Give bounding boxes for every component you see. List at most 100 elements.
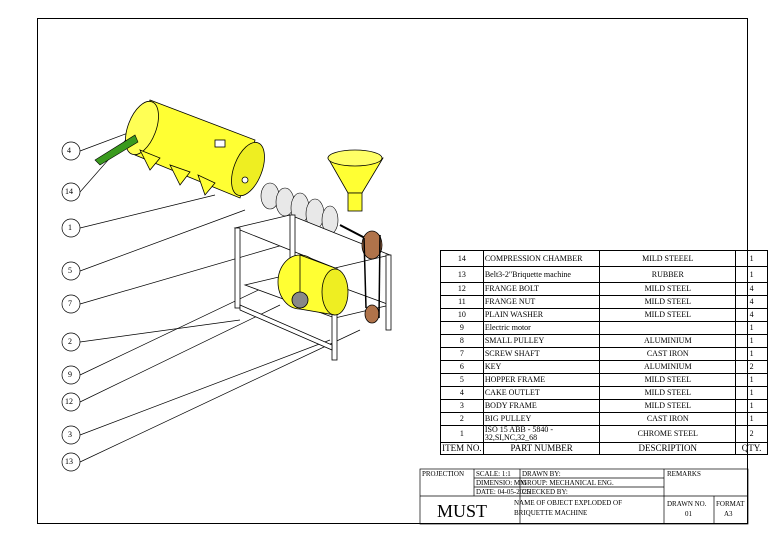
item-no: 13 bbox=[440, 266, 484, 283]
part-number: HOPPER FRAME bbox=[482, 373, 601, 387]
part-number: ISO 15 ABB - 5840 - 32,SI,NC,32_68 bbox=[482, 425, 601, 443]
description: MILD STEEL bbox=[599, 373, 737, 387]
balloon-circles bbox=[61, 141, 81, 472]
checked-by-label: CHECKED BY: bbox=[522, 488, 568, 496]
item-no: 5 bbox=[440, 373, 484, 387]
description: MILD STEEEL bbox=[599, 250, 737, 267]
description: CAST IRON bbox=[599, 412, 737, 426]
description bbox=[599, 321, 737, 335]
item-no: 1 bbox=[440, 425, 484, 443]
part-number: COMPRESSION CHAMBER bbox=[482, 250, 601, 267]
drawn-no-label: DRAWN NO. bbox=[667, 500, 707, 508]
part-number: SCREW SHAFT bbox=[482, 347, 601, 361]
balloon-14: 14 bbox=[65, 187, 73, 196]
hopper bbox=[327, 149, 384, 212]
header-item-no: ITEM NO. bbox=[440, 442, 484, 455]
item-no: 9 bbox=[440, 321, 484, 335]
qty: 1 bbox=[735, 412, 768, 426]
format-label: FORMAT bbox=[716, 500, 745, 508]
item-no: 6 bbox=[440, 360, 484, 374]
description: ALUMINIUM bbox=[599, 360, 737, 374]
description: CHROME STEEL bbox=[599, 425, 737, 443]
balloon-5: 5 bbox=[68, 266, 72, 275]
description: MILD STEEL bbox=[599, 282, 737, 296]
qty: 1 bbox=[735, 386, 768, 400]
qty: 2 bbox=[735, 360, 768, 374]
title-block-lines bbox=[419, 468, 749, 525]
remarks-label: REMARKS bbox=[667, 470, 701, 478]
qty: 1 bbox=[735, 250, 768, 267]
leader-lines bbox=[79, 117, 361, 463]
description: ALUMINIUM bbox=[599, 334, 737, 348]
pulleys-belt bbox=[361, 230, 383, 324]
qty: 4 bbox=[735, 308, 768, 322]
logo-must: MUST bbox=[437, 501, 488, 521]
item-no: 11 bbox=[440, 295, 484, 309]
cake-outlet bbox=[94, 134, 139, 166]
header-part-number: PART NUMBER bbox=[482, 442, 601, 455]
item-no: 7 bbox=[440, 347, 484, 361]
balloon-7: 7 bbox=[68, 299, 72, 308]
drawn-no-value: 01 bbox=[685, 510, 692, 518]
drawn-by-label: DRAWN BY: bbox=[522, 470, 561, 478]
part-number: BIG PULLEY bbox=[482, 412, 601, 426]
description: RUBBER bbox=[599, 266, 737, 283]
balloon-2: 2 bbox=[68, 337, 72, 346]
qty: 4 bbox=[735, 282, 768, 296]
part-number: SMALL PULLEY bbox=[482, 334, 601, 348]
part-number: Electric motor bbox=[482, 321, 601, 335]
item-no: 4 bbox=[440, 386, 484, 400]
item-no: 14 bbox=[440, 250, 484, 267]
qty: 1 bbox=[735, 321, 768, 335]
part-number: CAKE OUTLET bbox=[482, 386, 601, 400]
format-value: A3 bbox=[724, 510, 733, 518]
balloon-13: 13 bbox=[65, 457, 73, 466]
description: MILD STEEL bbox=[599, 386, 737, 400]
balloon-3: 3 bbox=[68, 430, 72, 439]
description: MILD STEEL bbox=[599, 295, 737, 309]
qty: 1 bbox=[735, 347, 768, 361]
part-number: KEY bbox=[482, 360, 601, 374]
description: CAST IRON bbox=[599, 347, 737, 361]
balloon-4: 4 bbox=[67, 146, 71, 155]
part-number: BODY FRAME bbox=[482, 399, 601, 413]
part-number: PLAIN WASHER bbox=[482, 308, 601, 322]
description: MILD STEEL bbox=[599, 308, 737, 322]
qty: 1 bbox=[735, 373, 768, 387]
electric-motor bbox=[277, 254, 349, 316]
balloon-9: 9 bbox=[68, 370, 72, 379]
scale-label: SCALE: 1:1 bbox=[476, 470, 511, 478]
qty: 2 bbox=[735, 425, 768, 443]
header-qty: QTY. bbox=[735, 442, 768, 455]
item-no: 10 bbox=[440, 308, 484, 322]
description: MILD STEEL bbox=[599, 399, 737, 413]
item-no: 3 bbox=[440, 399, 484, 413]
dimension-label: DIMENSIO: MM bbox=[476, 479, 527, 487]
part-number: FRANGE BOLT bbox=[482, 282, 601, 296]
screw-shaft bbox=[260, 182, 366, 239]
qty: 1 bbox=[735, 334, 768, 348]
balloon-1: 1 bbox=[68, 223, 72, 232]
item-no: 8 bbox=[440, 334, 484, 348]
object-name-line1: NAME OF OBJECT EXPLODED OF bbox=[514, 499, 622, 507]
compression-chamber bbox=[125, 99, 265, 199]
part-number: Belt3-2"Briquette machine bbox=[482, 266, 601, 283]
qty: 1 bbox=[735, 266, 768, 283]
qty: 1 bbox=[735, 399, 768, 413]
date-label: DATE: 04-05-2025 bbox=[476, 488, 531, 496]
part-number: FRANGE NUT bbox=[482, 295, 601, 309]
